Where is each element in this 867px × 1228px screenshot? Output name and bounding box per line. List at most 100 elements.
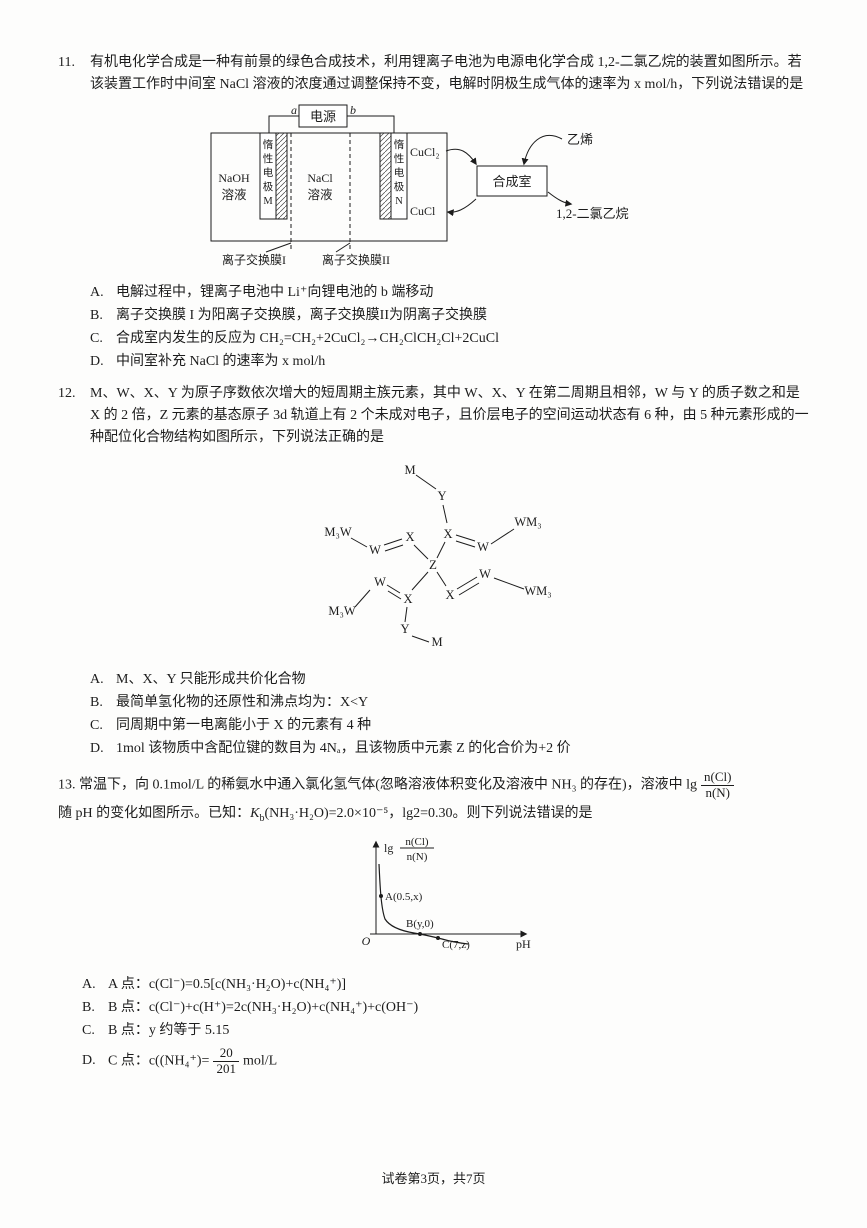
- bond-x-y: [404, 606, 408, 623]
- q12-option-d: D. 1mol 该物质中含配位键的数目为 4Nₐ，且该物质中元素 Z 的化合价为…: [90, 738, 809, 760]
- kb-subscript: b: [259, 812, 265, 824]
- product-arrow: [547, 191, 573, 207]
- terminal-a-label: a: [291, 103, 297, 117]
- cell-outline: [210, 132, 448, 242]
- cucl2-arrow: [445, 148, 477, 166]
- electrode-n-char: 电: [394, 166, 405, 179]
- cucl-arrow: [446, 198, 477, 217]
- q11-option-d-label: D.: [90, 354, 104, 369]
- q11-option-b-label: B.: [90, 308, 103, 323]
- bond-m3w-w: [354, 589, 371, 608]
- dichloroethane-label: 1,2-二氯乙烷: [556, 206, 629, 221]
- q13-inline-fraction: n(Cl)n(N): [701, 769, 735, 801]
- atom-x: X: [403, 592, 412, 606]
- membrane1-pointer: [265, 242, 292, 253]
- group-wm3: WM₃: [514, 515, 541, 529]
- double-bond: [458, 582, 480, 596]
- electrode-m-char: 惰: [263, 138, 274, 151]
- synthesis-room-label: 合成室: [492, 174, 531, 189]
- point-a-label: A(0.5,x): [385, 891, 423, 903]
- membrane1-label: 离子交换膜I: [222, 252, 286, 267]
- nacl-solution-label: 溶液: [307, 187, 333, 202]
- bond-wm3-w: [490, 528, 515, 545]
- xlabel-ph: pH: [516, 937, 531, 951]
- q11-option-c-label: C.: [90, 331, 103, 346]
- atom-w: W: [374, 575, 386, 589]
- q13-option-b-label: B.: [82, 999, 95, 1015]
- q13-stem-line1: 13. 常温下，向 0.1mol/L 的稀氨水中通入氯化氢气体(忽略溶液体积变化…: [58, 769, 809, 801]
- q12-stem: M、W、X、Y 为原子序数依次增大的短周期主族元素，其中 W、X、Y 在第二周期…: [90, 386, 809, 445]
- q13-option-d-label: D.: [82, 1053, 96, 1069]
- point-b-dot: [418, 931, 422, 936]
- q13-option-a-text: A 点：c(Cl⁻)=0.5[c(NH₃·H₂O)+c(NH₄⁺)]: [108, 976, 347, 992]
- q12-option-b: B. 最简单氢化物的还原性和沸点均为：X<Y: [90, 692, 809, 714]
- double-bond: [455, 540, 476, 548]
- cucl-label: CuCl: [410, 204, 436, 218]
- atom-x: X: [445, 588, 454, 602]
- ylabel-lg: lg: [384, 841, 393, 855]
- atom-x: X: [443, 527, 452, 541]
- atom-m: M: [431, 635, 442, 649]
- atom-z: Z: [429, 557, 437, 572]
- titration-curve: [378, 863, 469, 945]
- q11-options: A. 电解过程中，锂离子电池中 Li⁺向锂电池的 b 端移动 B. 离子交换膜 …: [58, 282, 809, 373]
- electrode-n-hatch: [379, 132, 392, 220]
- q12-option-d-text: 1mol 该物质中含配位键的数目为 4Nₐ，且该物质中元素 Z 的化合价为+2 …: [116, 741, 571, 756]
- q12-diagram-area: M Y X X W W M₃W WM₃: [300, 459, 809, 663]
- power-label: 电源: [310, 109, 336, 124]
- naoh-label: NaOH: [218, 171, 250, 185]
- double-bond: [456, 576, 478, 590]
- membrane2-label: 离子交换膜II: [322, 252, 390, 267]
- electrode-n-char: 性: [394, 152, 405, 165]
- q13-option-c-text: B 点：y 约等于 5.15: [108, 1022, 230, 1038]
- bond-y-x: [442, 504, 448, 524]
- double-bond: [387, 590, 402, 600]
- q13-stem2-pre: 随 pH 的变化如图所示。已知：: [58, 805, 251, 821]
- q11-option-d: D. 中间室补充 NaCl 的速率为 x mol/h: [90, 351, 809, 373]
- origin-label: O: [362, 934, 371, 948]
- atom-w: W: [477, 540, 489, 554]
- electrode-m-hatch: [275, 132, 288, 220]
- double-bond: [384, 544, 404, 552]
- electrode-m-char: M: [263, 196, 273, 207]
- q11-option-a-text: 电解过程中，锂离子电池中 Li⁺向锂电池的 b 端移动: [116, 285, 434, 300]
- ylabel-denominator: n(N): [407, 851, 428, 863]
- point-c-dot: [436, 935, 440, 940]
- q11-option-a: A. 电解过程中，锂离子电池中 Li⁺向锂电池的 b 端移动: [90, 282, 809, 304]
- question-13: 13. 常温下，向 0.1mol/L 的稀氨水中通入氯化氢气体(忽略溶液体积变化…: [58, 769, 809, 1077]
- bond-m-y: [415, 474, 437, 490]
- kb-symbol: K: [250, 805, 260, 821]
- atom-x: X: [405, 530, 414, 544]
- group-wm3: WM₃: [524, 584, 551, 598]
- q13-stem-part1: 常温下，向 0.1mol/L 的稀氨水中通入氯化氢气体(忽略溶液体积变化及溶液中…: [79, 777, 698, 793]
- q11-option-d-text: 中间室补充 NaCl 的速率为 x mol/h: [116, 354, 326, 369]
- atom-m: M: [404, 463, 415, 477]
- atom-w: W: [369, 543, 381, 557]
- q12-option-c: C. 同周期中第一电离能小于 X 的元素有 4 种: [90, 715, 809, 737]
- cucl2-label: CuCl₂: [410, 145, 440, 159]
- naoh-solution-label: 溶液: [221, 187, 247, 202]
- fraction-denominator: n(N): [705, 784, 731, 800]
- bond-x-z: [436, 571, 447, 587]
- q12-options: A. M、X、Y 只能形成共价化合物 B. 最简单氢化物的还原性和沸点均为：X<…: [58, 669, 809, 760]
- group-m3w: M₃W: [324, 525, 351, 539]
- bond-x-z: [411, 571, 429, 591]
- q12-option-d-label: D.: [90, 741, 104, 756]
- point-c-label: C(7,z): [442, 939, 470, 951]
- group-m3w: M₃W: [328, 604, 355, 618]
- q11-option-a-label: A.: [90, 285, 104, 300]
- q13-option-c-label: C.: [82, 1022, 95, 1038]
- point-b-label: B(y,0): [406, 918, 434, 930]
- q11-option-c: C. 合成室内发生的反应为 CH₂=CH₂+2CuCl₂→CH₂ClCH₂Cl+…: [90, 328, 809, 350]
- bond-x-z: [413, 544, 429, 560]
- q12-option-b-label: B.: [90, 695, 103, 710]
- q13-options: A. A 点：c(Cl⁻)=0.5[c(NH₃·H₂O)+c(NH₄⁺)] B.…: [58, 974, 809, 1077]
- q13-stem2-post: (NH₃·H₂O)=2.0×10⁻⁵，lg2=0.30。则下列说法错误的是: [264, 805, 593, 821]
- double-bond: [386, 584, 401, 594]
- q11-diagram-area: 电源 a b 惰 性 电 极 M NaOH 溶液: [210, 102, 809, 278]
- atom-y: Y: [437, 489, 446, 503]
- q12-option-c-label: C.: [90, 718, 103, 733]
- fraction-numerator: 20: [213, 1045, 239, 1062]
